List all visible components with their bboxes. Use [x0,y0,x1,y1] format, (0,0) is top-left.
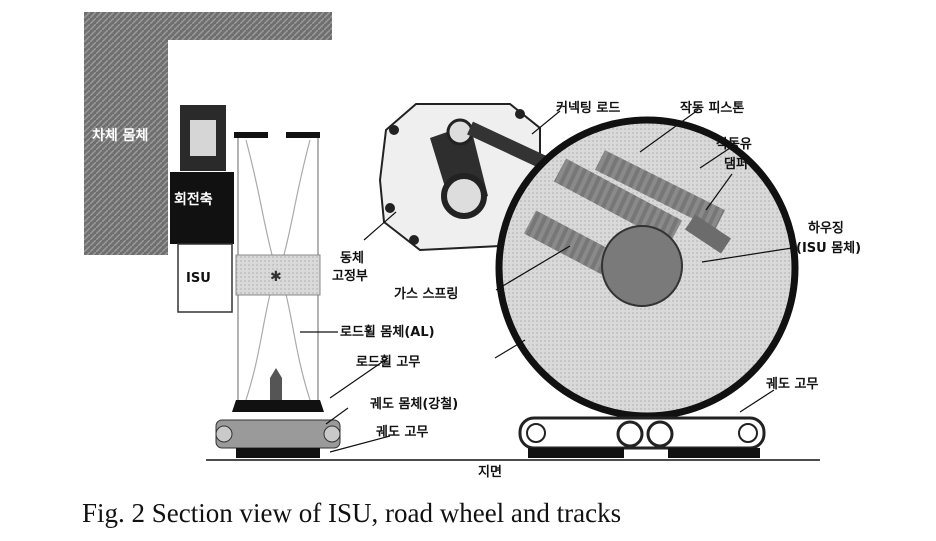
gas-spring-label: 가스 스프링 [394,287,458,302]
isu-arm-assembly [378,103,563,252]
track-rubber-left-label: 궤도 고무 [376,425,428,440]
roadwheel-body-label: 로드휠 몸체(AL) [340,324,435,340]
hull-block: 차체 몸체 [84,12,332,255]
damper-label: 댐퍼 [724,156,748,172]
actuating-piston-label: 작동 피스톤 [680,100,744,116]
center-marker-icon: ✱ [270,269,282,285]
track-section-left [215,419,341,458]
hull-block-label: 차체 몸체 [92,128,148,144]
track-rubber-right-label: 궤도 고무 [766,377,818,392]
figure-caption: Fig. 2 Section view of ISU, road wheel a… [82,498,622,528]
ground-label: 지면 [478,464,502,480]
roadwheel-side [495,116,799,420]
roadwheel-section: ✱ [232,132,324,412]
rotation-axis-label: 회전축 [174,191,213,208]
housing-label-sub: (ISU 몸체) [796,241,861,256]
track-section-right [518,416,766,458]
connecting-rod-label: 커넥팅 로드 [556,100,620,116]
roadwheel-rubber-label: 로드휠 고무 [356,354,420,370]
fixture-label-sub: 고정부 [332,268,368,284]
fixture-label: 동체 [340,251,364,266]
housing-label: 하우징 [808,220,844,236]
isu-label: ISU [186,271,211,286]
isu-mount: 회전축 ISU [170,105,234,313]
leader-lines [300,109,793,453]
hydraulic-fluid-label: 작동유 [716,136,752,152]
track-body-label: 궤도 몸체(강철) [370,396,458,412]
